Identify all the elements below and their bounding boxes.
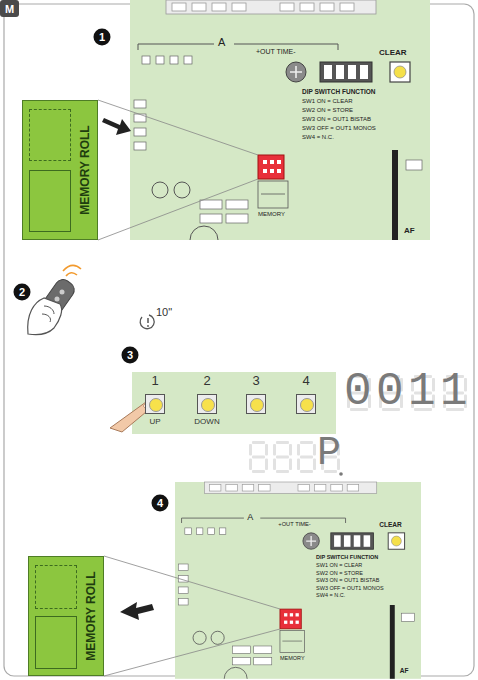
segment	[289, 444, 292, 456]
segment	[300, 456, 313, 459]
button-cap	[246, 394, 266, 414]
button-light	[250, 398, 264, 412]
callout-number: 2	[13, 284, 31, 300]
callout-circle	[14, 284, 31, 301]
memory-roll: MEMORY ROLL	[22, 100, 98, 240]
button-number: 2	[185, 374, 229, 388]
board-text: SW3 ON = OUT1 BISTAB	[316, 577, 379, 583]
segment	[313, 444, 316, 456]
push-button: 1UP	[133, 374, 177, 432]
segment	[289, 459, 292, 471]
segment	[276, 456, 289, 459]
segment	[313, 459, 316, 471]
remove-arrow	[120, 602, 154, 620]
board-text: DIP SWITCH FUNCTION	[316, 554, 378, 560]
board-text: AF	[400, 667, 409, 675]
segment	[265, 444, 268, 456]
board-text: +OUT TIME-	[278, 521, 310, 528]
board-text: A	[247, 512, 253, 522]
board-text: SW3 OFF = OUT1 MONOS	[316, 585, 384, 591]
zoom-line	[98, 100, 258, 240]
figure-tab	[0, 0, 19, 17]
segment	[273, 444, 276, 456]
time-text: 10"	[156, 306, 172, 319]
segment	[252, 470, 265, 473]
module-body	[29, 170, 71, 232]
segment	[249, 444, 252, 456]
board-text: SW2 ON = STORE	[302, 107, 353, 114]
control-board	[175, 482, 421, 679]
dashed-outline	[29, 109, 71, 161]
callout-number: 1	[93, 29, 111, 45]
clock-icon	[140, 315, 154, 329]
insert-arrow	[102, 118, 131, 135]
dashed-outline	[35, 565, 77, 609]
callout-circle	[152, 495, 169, 512]
board-text: SW1 ON = CLEAR	[316, 562, 362, 568]
button-label: UP	[133, 418, 177, 427]
control-board	[130, 0, 430, 240]
board-text: AF	[404, 226, 415, 235]
segment	[297, 459, 300, 471]
segment	[297, 444, 300, 456]
button-light	[300, 398, 314, 412]
board-text: DIP SWITCH FUNCTION	[302, 88, 376, 95]
callout-circle	[122, 347, 139, 364]
button-cap	[145, 394, 165, 414]
button-number: 1	[133, 374, 177, 388]
button-light	[149, 398, 163, 412]
segment	[252, 441, 265, 444]
display-digits: P	[317, 434, 341, 474]
board-text: SW3 ON = OUT1 BISTAB	[302, 116, 371, 123]
remote-hand	[28, 265, 81, 334]
push-button: 2DOWN	[185, 374, 229, 432]
board-text: CLEAR	[379, 48, 407, 57]
button-number: 4	[284, 374, 328, 388]
segment	[265, 459, 268, 471]
segment	[252, 456, 265, 459]
segment	[300, 470, 313, 473]
button-cap	[197, 394, 217, 414]
callout-number: 3	[121, 347, 139, 363]
button-label: DOWN	[185, 418, 229, 427]
board-text: SW3 OFF = OUT1 MONOS	[302, 125, 376, 132]
zoom-line	[104, 556, 280, 676]
push-button: 3	[234, 374, 278, 432]
board-text: SW1 ON = CLEAR	[302, 98, 353, 105]
memory-roll: MEMORY ROLL	[28, 556, 104, 676]
button-light	[201, 398, 215, 412]
board-text: SW4 = N.C.	[302, 134, 334, 141]
board-text: SW2 ON = STORE	[316, 570, 363, 576]
segment	[276, 441, 289, 444]
module-label: MEMORY ROLL	[85, 571, 98, 660]
segment	[249, 459, 252, 471]
segment	[273, 459, 276, 471]
display-digits: 0011	[344, 369, 472, 415]
board-text: SW4 = N.C.	[316, 592, 345, 598]
board-text: +OUT TIME-	[256, 48, 296, 56]
button-number: 3	[234, 374, 278, 388]
callout-number: 4	[151, 495, 169, 511]
board-text: MEMORY	[280, 655, 305, 661]
board-text: A	[218, 36, 225, 49]
module-body	[35, 616, 77, 669]
board-text: MEMORY	[258, 211, 285, 218]
push-button: 4	[284, 374, 328, 432]
button-cap	[296, 394, 316, 414]
callout-circle	[94, 29, 111, 46]
figure-letter: M	[1, 1, 19, 17]
board-text: CLEAR	[379, 521, 402, 529]
button-panel	[132, 372, 336, 434]
segment	[276, 470, 289, 473]
segment	[300, 441, 313, 444]
module-label: MEMORY ROLL	[79, 125, 92, 214]
